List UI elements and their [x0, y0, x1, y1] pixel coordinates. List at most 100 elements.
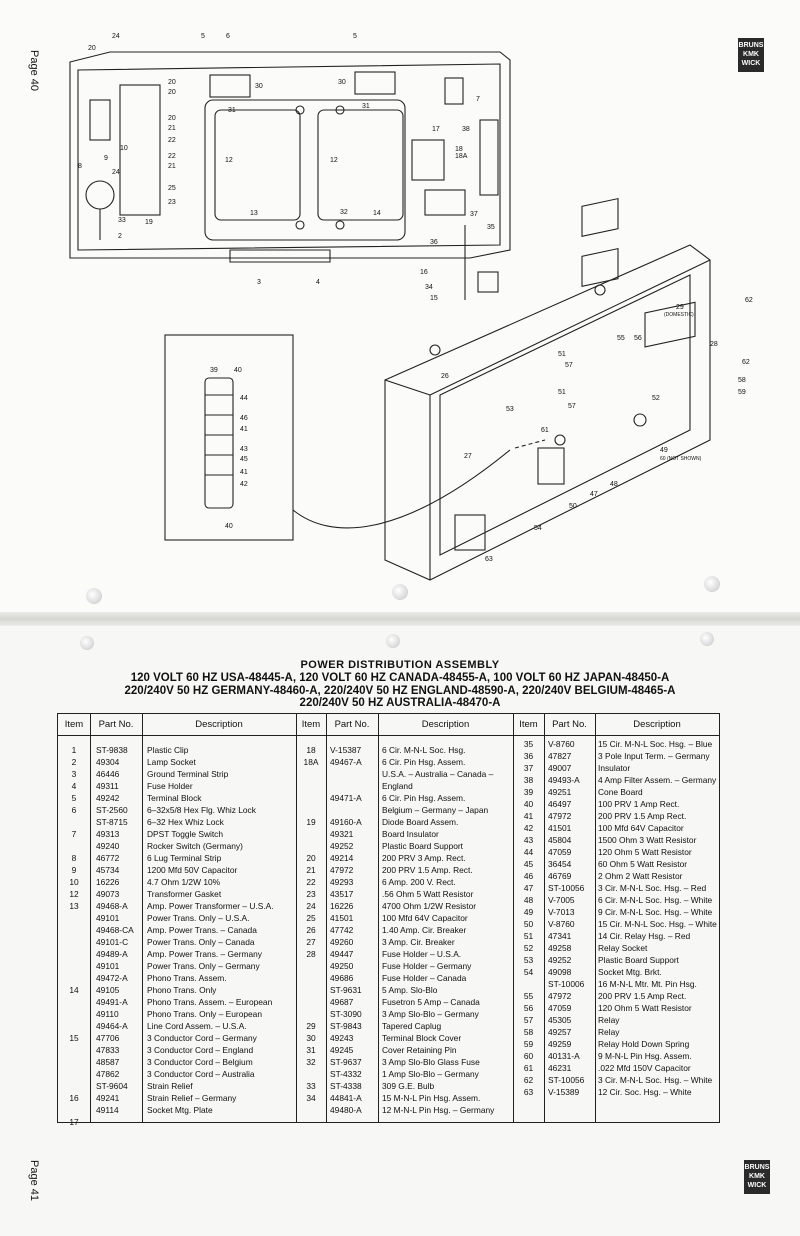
description-cell: 60 Ohm 5 Watt Resistor	[598, 859, 688, 869]
part-no-cell: ST-9843	[330, 1021, 362, 1031]
item-cell: 14	[69, 985, 79, 995]
part-no-cell: 44841-A	[330, 1093, 362, 1103]
part-no-cell: 46446	[96, 769, 120, 779]
part-no-cell	[96, 1116, 134, 1128]
svg-text:20: 20	[168, 115, 176, 122]
part-no-cell: 47827	[548, 751, 572, 761]
item-cell	[58, 948, 90, 960]
description-cell: 3 Amp Slo-Blo – Germany	[382, 1009, 479, 1019]
part-no-cell: 36454	[548, 859, 572, 869]
part-no-cell: 43517	[330, 889, 354, 899]
part-no-cell: 47059	[548, 1003, 572, 1013]
svg-text:5: 5	[201, 33, 205, 40]
svg-text:51: 51	[558, 389, 566, 396]
part-no-cell: 49101-C	[96, 937, 129, 947]
item-cell	[296, 996, 326, 1008]
part-no-cell: 46769	[548, 871, 572, 881]
part-no-cell: 45305	[548, 1015, 572, 1025]
svg-text:4: 4	[316, 279, 320, 286]
svg-text:27: 27	[464, 453, 472, 460]
header-description: Description	[595, 714, 719, 736]
part-no-cell: 16226	[96, 877, 120, 887]
item-cell: 8	[71, 853, 77, 863]
description-cell: Plastic Clip	[147, 745, 189, 755]
svg-text:54: 54	[534, 525, 542, 532]
item-cell	[58, 1104, 90, 1116]
item-cell: 3	[71, 769, 77, 779]
description-cell: Relay Socket	[598, 943, 648, 953]
part-no-cell: 49101	[96, 913, 120, 923]
item-cell	[58, 924, 90, 936]
page-40	[0, 0, 800, 618]
description-cell: Power Trans. Only – Germany	[147, 961, 260, 971]
svg-text:39: 39	[210, 367, 218, 374]
part-no-cell: ST-10006	[548, 979, 585, 989]
description-cell: Transformer Gasket	[147, 889, 222, 899]
svg-text:43: 43	[240, 446, 248, 453]
item-cell	[58, 1056, 90, 1068]
svg-text:28: 28	[710, 341, 718, 348]
svg-text:22: 22	[168, 137, 176, 144]
item-cell	[296, 828, 326, 840]
description-cell: England	[382, 781, 413, 791]
part-no-cell: 49293	[330, 877, 354, 887]
binder-hole	[386, 634, 400, 648]
part-no-cell: ST-10056	[548, 1075, 585, 1085]
part-no-cell: ST-10056	[548, 883, 585, 893]
item-cell: 24	[306, 901, 316, 911]
part-no-cell: 47059	[548, 847, 572, 857]
svg-text:21: 21	[168, 163, 176, 170]
part-no-cell: 49105	[96, 985, 120, 995]
item-cell: 60	[523, 1051, 534, 1061]
assembly-subtitle-1: 120 VOLT 60 HZ USA-48445-A, 120 VOLT 60 …	[130, 672, 670, 684]
item-cell: 47	[523, 883, 534, 893]
description-cell: 200 PRV 1.5 Amp. Rect.	[382, 865, 473, 875]
svg-text:17: 17	[432, 126, 440, 133]
part-no-cell: 49240	[96, 841, 120, 851]
part-no-cell: 49260	[330, 937, 354, 947]
svg-text:19: 19	[145, 219, 153, 226]
item-cell	[58, 912, 90, 924]
part-no-cell: 49687	[330, 997, 354, 1007]
description-cell: Belgium – Germany – Japan	[382, 805, 489, 815]
part-no-cell: ST-3090	[330, 1009, 362, 1019]
part-no-cell	[330, 804, 362, 816]
part-no-cell: V-15387	[330, 745, 362, 755]
part-no-cell: 45734	[96, 865, 120, 875]
svg-text:52: 52	[652, 395, 660, 402]
chassis-box-outline	[384, 244, 711, 581]
svg-text:5: 5	[353, 33, 357, 40]
part-no-cell: ST-9838	[96, 745, 128, 755]
item-cell	[296, 780, 326, 792]
item-cell: 50	[523, 919, 534, 929]
part-no-cell: 47862	[96, 1069, 120, 1079]
svg-text:33: 33	[118, 217, 126, 224]
svg-text:57: 57	[568, 403, 576, 410]
item-cell	[58, 840, 90, 852]
description-cell: Phono Trans. Assem.	[147, 973, 227, 983]
svg-text:23: 23	[168, 199, 176, 206]
description-cell: 6 Cir. Pin Hsg. Assem.	[382, 793, 466, 803]
svg-text:58: 58	[738, 377, 746, 384]
part-no-cell: 47341	[548, 931, 572, 941]
item-cell: 58	[523, 1027, 534, 1037]
description-cell: Tapered Caplug	[382, 1021, 442, 1031]
svg-text:59: 59	[738, 389, 746, 396]
item-cell: 46	[523, 871, 534, 881]
description-cell: 3 Conductor Cord – England	[147, 1045, 254, 1055]
item-cell: 44	[523, 847, 534, 857]
svg-text:21: 21	[168, 125, 176, 132]
description-cell: Phono Trans. Only – European	[147, 1009, 262, 1019]
part-no-cell: 49464-A	[96, 1021, 128, 1031]
item-cell: 22	[306, 877, 316, 887]
item-cell: 59	[523, 1039, 534, 1049]
description-cell: 3 Amp Slo-Blo Glass Fuse	[382, 1057, 480, 1067]
item-cell: 23	[306, 889, 316, 899]
part-no-cell: 49491-A	[96, 997, 128, 1007]
description-cell: 12 Cir. Soc. Hsg. – White	[598, 1087, 692, 1097]
svg-text:56: 56	[634, 335, 642, 342]
svg-text:25: 25	[168, 185, 176, 192]
